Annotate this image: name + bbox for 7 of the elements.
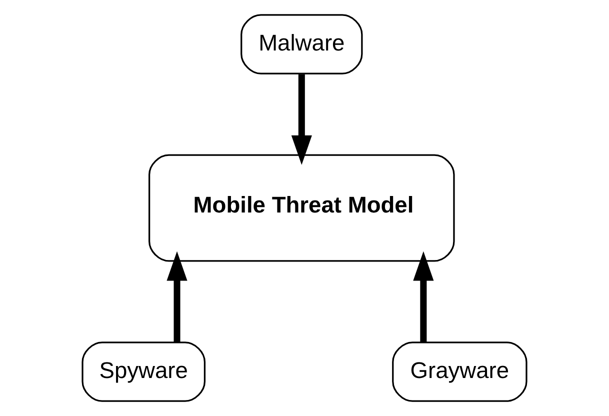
node-box: Grayware [392, 342, 528, 402]
arrow [413, 251, 434, 342]
arrow [291, 74, 312, 165]
node-box: Mobile Threat Model [148, 154, 455, 262]
arrow [166, 251, 188, 342]
node-box: Malware [240, 14, 363, 74]
node-box: Spyware [82, 342, 206, 402]
